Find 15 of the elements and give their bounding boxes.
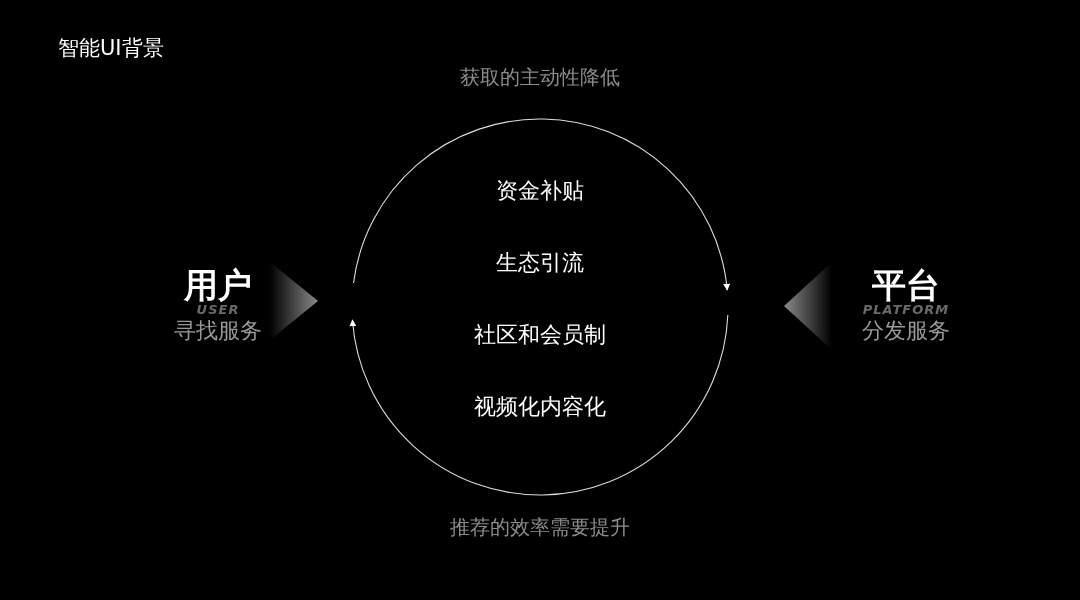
strategy-item: 视频化内容化: [474, 393, 606, 421]
actor-subtitle: PLATFORM: [861, 304, 951, 316]
cycle-arrow: [349, 314, 729, 496]
actor-name: 用户: [183, 266, 253, 304]
actor-role: 寻找服务: [173, 317, 263, 345]
actor-subtitle: USER: [195, 304, 241, 316]
strategy-item: 资金补贴: [496, 177, 584, 205]
page-title: 智能UI背景: [58, 35, 164, 62]
strategy-item: 社区和会员制: [474, 321, 606, 349]
cycle-caption: 推荐的效率需要提升: [450, 514, 630, 541]
actor-name: 平台: [871, 266, 941, 304]
actor-role: 分发服务: [861, 317, 951, 345]
cycle-caption: 获取的主动性降低: [460, 64, 620, 91]
strategy-item: 生态引流: [496, 249, 584, 277]
cycle-arrow: [353, 118, 730, 291]
